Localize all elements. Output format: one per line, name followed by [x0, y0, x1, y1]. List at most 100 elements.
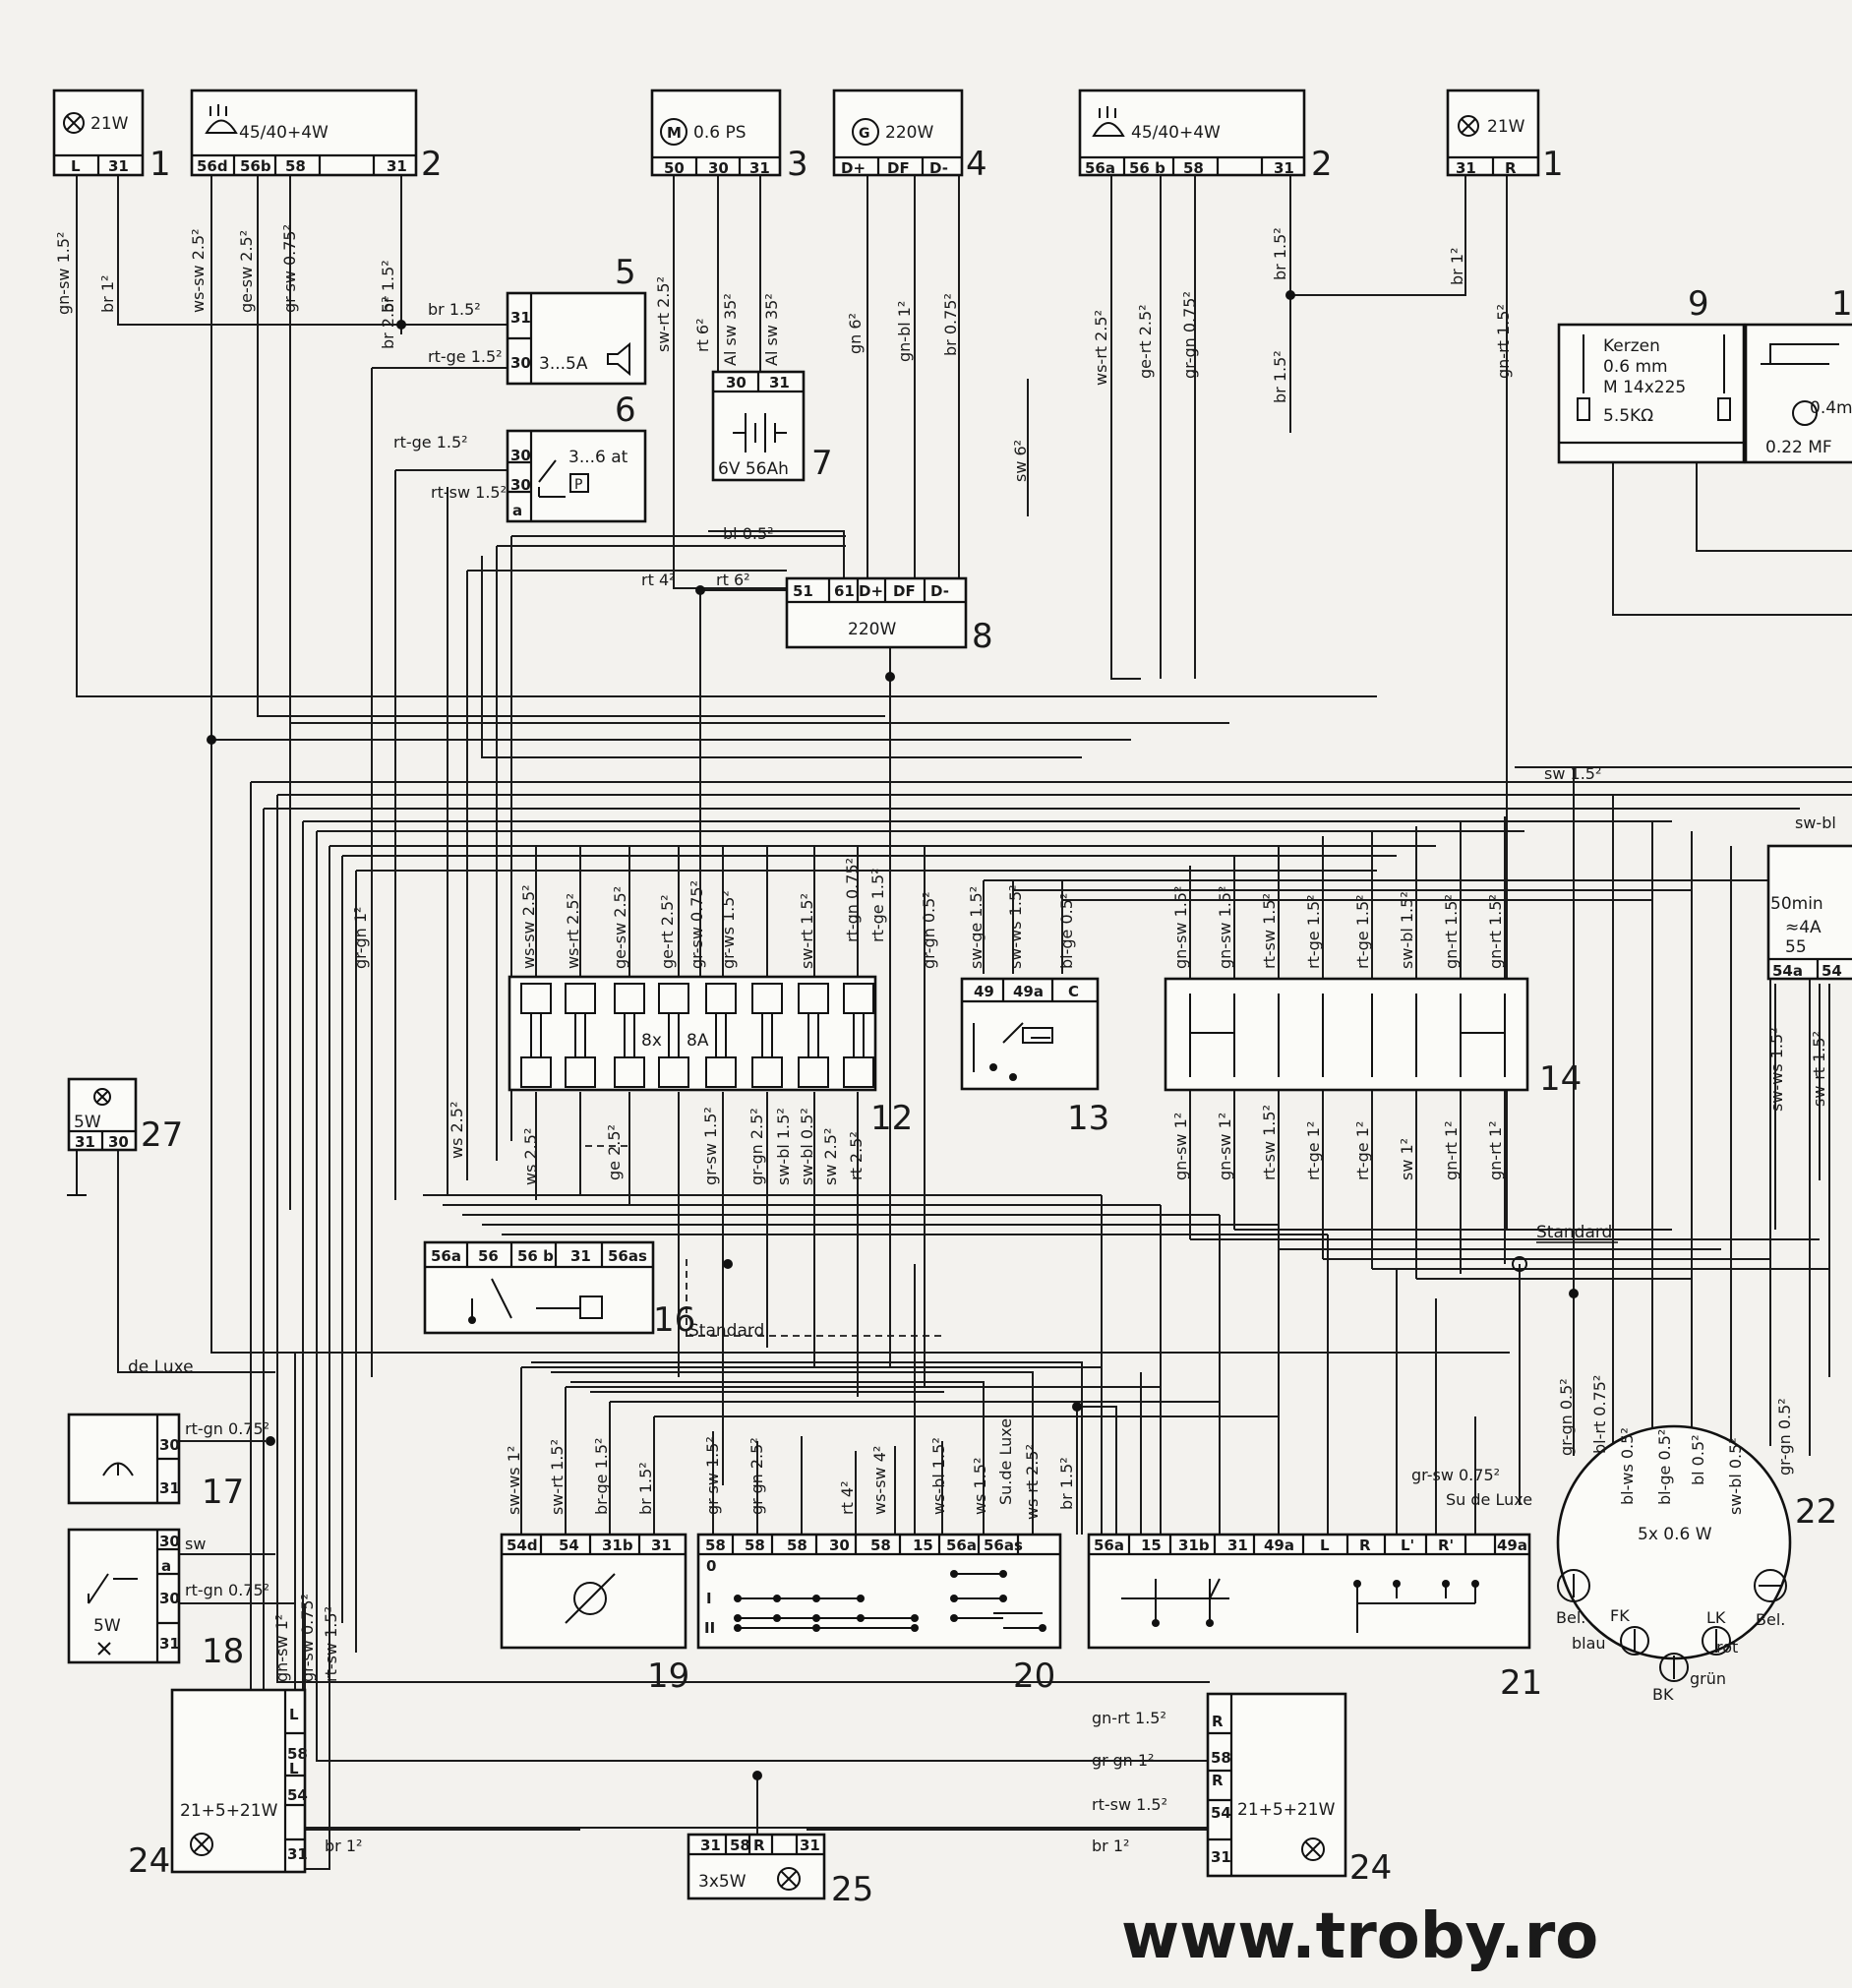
pin-label: 30	[708, 159, 729, 177]
wire-label: bl-ws 0.5²	[1618, 1427, 1637, 1505]
wiper-icon	[565, 1573, 616, 1624]
contact-icon	[1761, 343, 1839, 426]
wire-label: gr-gn 2.5²	[747, 1437, 766, 1515]
component-spec: 45/40+4W	[239, 123, 329, 143]
lamp-label: Bel.	[1756, 1610, 1785, 1629]
component-number: 3	[787, 145, 808, 184]
pin-label: R	[1212, 1713, 1224, 1730]
wire-label: gr-ws 1.5²	[719, 890, 738, 969]
wire-label: ge-sw 2.5²	[611, 886, 629, 969]
pin-label: 31	[700, 1837, 721, 1854]
component-20-light-switch: 0 I II 58 58 58 30 58 15 56a 56as 20	[696, 1533, 1062, 1696]
wire-label: sw-rt 2.5²	[654, 276, 673, 352]
pin-label: L	[289, 1706, 299, 1723]
fuse-row-bottom	[520, 1056, 874, 1088]
wire-label: sw 1²	[1398, 1138, 1416, 1180]
pin-label: 31	[1211, 1848, 1231, 1866]
component-17-gauge: 30 31 17	[67, 1413, 244, 1512]
component-spec: 45/40+4W	[1131, 123, 1221, 143]
component-7-battery: 6V 56Ah 30 31 7	[711, 370, 833, 483]
component-13-flasher-relay: 49 49a C 13	[960, 977, 1109, 1138]
wire-label: rt-ge 1.5²	[393, 433, 468, 452]
wire-label: ws 2.5²	[448, 1102, 466, 1159]
wire-label: gn-rt 1.5²	[1494, 304, 1513, 379]
wire-label: br 1.5²	[1271, 227, 1289, 280]
component-spec: 50min	[1770, 894, 1823, 914]
pin-label: 30	[159, 1436, 180, 1454]
pin-label: 15	[1141, 1536, 1162, 1554]
wire-label: gr-gn 1²	[1092, 1751, 1154, 1770]
component-12-fuse-box: 8x 8A 12	[508, 975, 913, 1138]
wire-label: br-ge 1.5²	[592, 1438, 611, 1515]
annotation-standard-2: Standard	[688, 1321, 764, 1341]
component-spec: 5.5KΩ	[1603, 406, 1653, 426]
component-16-dimmer-relay: 56a 56 56 b 31 56as 16	[423, 1240, 695, 1340]
component-5-horn: 3...5A 31 30 5	[506, 253, 647, 386]
lamp-icon	[777, 1867, 801, 1891]
component-number: 5	[615, 253, 636, 292]
wire-label: sw 6²	[1011, 440, 1030, 482]
wire-label: gn-sw 1²	[272, 1614, 291, 1682]
resistor-icon	[1577, 334, 1731, 421]
pin-label: DF	[893, 582, 916, 600]
pin-label: 56d	[197, 157, 228, 175]
pin-label: DF	[887, 159, 910, 177]
wire-label: gn-rt 1.5²	[1092, 1709, 1166, 1727]
wire-label: gr-sw 0.75²	[280, 224, 299, 313]
pin-label: a	[161, 1557, 171, 1575]
wire-label: rt 4²	[641, 571, 676, 589]
pin-label: 30	[510, 476, 531, 494]
pin-label: 31b	[602, 1536, 633, 1554]
component-21-turn-signal-switch: 56a 15 31b 31 49a L R L' R' 49a 21	[1087, 1533, 1542, 1703]
wire-label: bl 0.5²	[723, 524, 774, 543]
pin-label: 30	[829, 1536, 850, 1554]
wires	[76, 175, 1852, 1870]
pin-label: C	[1068, 983, 1079, 1000]
component-18-switch-lamp: 5W 30 a 30 31 18	[67, 1528, 244, 1671]
horn-icon	[607, 341, 630, 377]
component-spec: 8x	[641, 1031, 662, 1051]
headlamp-icon	[1092, 106, 1125, 137]
wire-label: rt-ge 1²	[1353, 1121, 1372, 1180]
pin-label: a	[512, 502, 522, 519]
pin-label: 54	[1822, 962, 1842, 980]
wire-label: ws-rt 2.5²	[1092, 310, 1110, 386]
wire-label: br 2.5²	[379, 296, 397, 349]
wire-label: gr-gn 2.5²	[747, 1108, 766, 1185]
wire-label: ws-rt 2.5²	[1023, 1444, 1042, 1520]
component-2-left-headlamp: 45/40+4W 56d 56b 58 31 2	[190, 89, 443, 184]
component-number: 9	[1688, 284, 1709, 324]
component-spec: 0.6 PS	[693, 123, 746, 143]
pin-label: 31b	[1178, 1536, 1210, 1554]
component-spec: 55	[1785, 937, 1807, 957]
pin-label: 49a	[1013, 983, 1044, 1000]
wire-label: sw 2.5²	[821, 1128, 840, 1185]
pin-label: 56a	[431, 1247, 461, 1265]
component-spec: 0.4m	[1810, 398, 1852, 418]
wire-label: sw-ws 1²	[505, 1446, 523, 1515]
component-spec: 3...6 at	[568, 448, 628, 467]
component-spec: Kerzen	[1603, 336, 1660, 356]
wire-label: bl-ge 0.5²	[1655, 1429, 1674, 1505]
wire-label: sw	[185, 1535, 206, 1553]
component-spec: 0.22 MF	[1765, 438, 1832, 457]
wire-label: gn-sw 1.5²	[1171, 886, 1190, 969]
pin-label: 56a	[1085, 159, 1115, 177]
wire-label: bl 0.5²	[1689, 1434, 1707, 1485]
pin-label: 56as	[608, 1247, 647, 1265]
pin-label: 31	[570, 1247, 591, 1265]
lamp-label: Bel.	[1556, 1608, 1585, 1627]
wire-label: ws-bl 1.5²	[929, 1437, 948, 1515]
component-number: 27	[141, 1115, 183, 1155]
component-25-plate-lamp: 3x5W 31 58 R 31 25	[687, 1833, 873, 1909]
wire-label: gn-bl 1²	[895, 301, 914, 362]
component-number: 13	[1067, 1099, 1109, 1138]
component-number: 2	[421, 145, 443, 184]
wire-label: gr-sw 1.5²	[701, 1107, 720, 1185]
pin-label: D+	[859, 582, 883, 600]
component-number: 20	[1013, 1657, 1055, 1696]
wire-label: ws-sw 4²	[870, 1446, 889, 1515]
pin-label: 54d	[507, 1536, 538, 1554]
pin-label: 58	[287, 1745, 308, 1763]
switch-icon	[88, 1573, 138, 1656]
